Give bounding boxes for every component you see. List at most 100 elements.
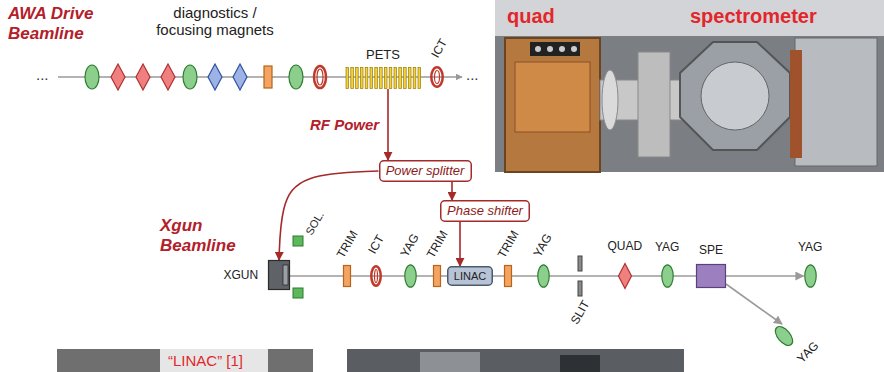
magnet-body xyxy=(697,265,726,288)
slit-jaw xyxy=(578,281,582,296)
linac-photo xyxy=(57,349,313,372)
viewport xyxy=(701,62,769,130)
component-shape xyxy=(777,324,791,348)
linac-photo xyxy=(160,349,268,372)
pets-cell xyxy=(389,68,392,89)
connector-arrow xyxy=(726,275,804,277)
component-shape xyxy=(430,66,444,88)
box-outline xyxy=(379,161,471,182)
magnet-yoke xyxy=(795,38,877,166)
magnet-body xyxy=(434,266,441,287)
photo-label: spectrometer xyxy=(690,5,817,28)
linac-structure: LINAC xyxy=(447,266,493,286)
quad-magnet xyxy=(208,64,222,90)
slit: SLIT xyxy=(577,256,583,296)
gun-flange xyxy=(283,265,288,285)
pets-cell xyxy=(375,68,378,89)
component-shape xyxy=(292,235,304,299)
yag-screen: YAG xyxy=(661,264,674,288)
group-note: diagnostics / focusing magnets xyxy=(145,4,285,39)
lab-photo xyxy=(495,0,884,172)
yag-screen xyxy=(183,65,197,89)
screw xyxy=(547,46,553,52)
power-splitter: Power splitter xyxy=(379,160,472,182)
component-label: PETS xyxy=(366,48,400,62)
component-shape xyxy=(696,264,726,288)
yag-screen xyxy=(85,65,99,89)
pets-cell xyxy=(360,68,363,89)
slit-jaw xyxy=(578,256,582,271)
pets-cell xyxy=(380,68,383,89)
component-shape xyxy=(345,67,421,89)
spectrometer-chamber xyxy=(680,42,790,150)
component-label: SPE xyxy=(699,244,723,257)
current-monitor xyxy=(317,69,323,85)
vacuum-cross xyxy=(638,52,670,157)
current-monitor xyxy=(314,66,326,88)
continuation-mark: ... xyxy=(466,66,479,83)
box-label: Power splitter xyxy=(386,164,465,178)
connector-arrow xyxy=(726,284,782,324)
component-label: ICT xyxy=(366,232,387,255)
magnet-body xyxy=(344,266,351,287)
pets-cell xyxy=(370,68,373,89)
quad-magnet: QUAD xyxy=(618,263,632,289)
electron-gun: XGUN xyxy=(268,260,290,290)
component-shape xyxy=(537,264,550,288)
setup-photo xyxy=(560,355,600,372)
pets-structure: PETS xyxy=(345,67,421,89)
quad-coil xyxy=(515,62,590,132)
quad-body xyxy=(619,264,632,289)
photo-label: quad xyxy=(507,5,555,28)
component-shape xyxy=(433,265,441,287)
flange xyxy=(602,70,618,130)
solenoid-coil xyxy=(293,288,303,298)
pets-cell xyxy=(356,68,359,89)
component-label: YAG xyxy=(655,241,679,254)
beamline-title: AWA Drive Beamline xyxy=(8,4,118,43)
component-label: TRIM xyxy=(334,228,360,260)
yag-screen xyxy=(289,65,303,89)
setup-photo xyxy=(420,352,480,372)
trim-magnet: TRIM xyxy=(343,265,351,287)
component-shape xyxy=(804,264,817,288)
screw xyxy=(535,46,541,52)
screw xyxy=(559,46,565,52)
pets-cell xyxy=(351,68,354,89)
screen-body xyxy=(661,265,672,287)
connector-arrow xyxy=(459,222,461,266)
component-shape xyxy=(370,265,382,287)
component-shape xyxy=(661,264,674,288)
gun-body xyxy=(269,261,290,290)
connector-arrow xyxy=(387,89,389,160)
screw xyxy=(571,46,577,52)
quad-photo xyxy=(505,38,600,172)
current-monitor: ICT xyxy=(370,265,382,287)
trim-magnet: TRIM xyxy=(504,265,512,287)
component-label: XGUN xyxy=(224,269,259,282)
magnet-body xyxy=(505,266,512,287)
quad-magnet xyxy=(136,64,150,90)
magnet-coil xyxy=(790,50,802,158)
box-label: Phase shifter xyxy=(447,204,523,218)
edge-label: RF Power xyxy=(308,116,381,133)
component-shape xyxy=(618,263,632,289)
pets-cell xyxy=(384,68,387,89)
trim-magnet: TRIM xyxy=(433,265,441,287)
screen-body xyxy=(804,265,815,287)
photo-label: “LINAC” [1] xyxy=(168,352,243,369)
component-shape xyxy=(343,265,351,287)
box-outline xyxy=(448,267,493,286)
pets-cell xyxy=(399,68,402,89)
yag-screen: YAG xyxy=(777,324,791,348)
component-shape xyxy=(404,264,417,288)
component-label: YAG xyxy=(798,241,822,254)
quad-magnet xyxy=(161,64,175,90)
monitor-ring xyxy=(375,270,378,283)
solenoid-coil xyxy=(293,236,303,246)
continuation-mark: ... xyxy=(36,66,49,83)
component-label: TRIM xyxy=(495,228,521,260)
monitor-ring xyxy=(435,71,440,84)
component-label: QUAD xyxy=(608,240,643,253)
component-label: SLIT xyxy=(568,298,592,327)
